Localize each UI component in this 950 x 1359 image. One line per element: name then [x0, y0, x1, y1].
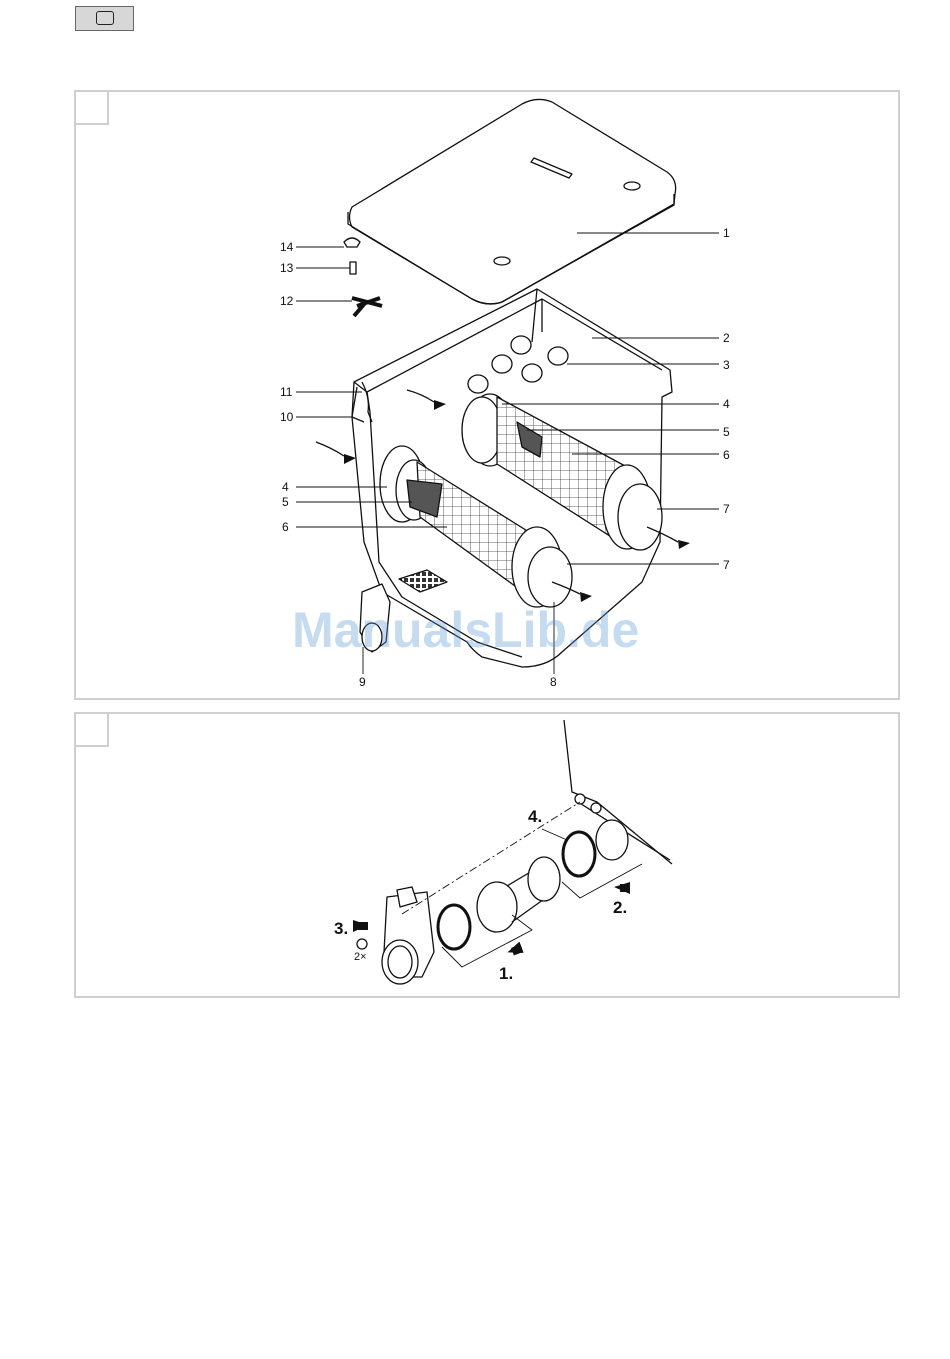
callout-6-left: 6 [282, 520, 289, 534]
filter-box-exploded-view: 1 2 3 4 5 6 7 7 4 5 6 10 11 12 13 14 9 8… [76, 92, 898, 698]
callout-1: 1 [723, 226, 730, 240]
callout-8: 8 [550, 675, 557, 689]
pipe-assembly-view: 1. 2. 3. 4. 2× [76, 714, 898, 996]
step-1-label: 1. [499, 964, 513, 983]
callout-4-left: 4 [282, 480, 289, 494]
quantity-label: 2× [354, 951, 367, 963]
callout-6-right: 6 [723, 448, 730, 462]
callout-11: 11 [280, 385, 293, 399]
language-tab[interactable] [75, 6, 134, 31]
callout-12: 12 [280, 294, 294, 308]
callout-10: 10 [280, 410, 294, 424]
callout-7-upper: 7 [723, 502, 730, 516]
figure-b-panel: 1. 2. 3. 4. 2× [74, 712, 900, 998]
callout-14: 14 [280, 240, 294, 254]
step-2-label: 2. [613, 898, 627, 917]
step-3-label: 3. [334, 919, 348, 938]
callout-3: 3 [723, 358, 730, 372]
callout-13: 13 [280, 261, 294, 275]
rounded-rectangle-icon [96, 11, 114, 25]
watermark: ManualsLib.de [292, 602, 639, 658]
callout-5-right: 5 [723, 425, 730, 439]
callout-5-left: 5 [282, 495, 289, 509]
figure-a-panel: 1 2 3 4 5 6 7 7 4 5 6 10 11 12 13 14 9 8… [74, 90, 900, 700]
lid [348, 99, 676, 303]
callout-2: 2 [723, 331, 730, 345]
callout-9: 9 [359, 675, 366, 689]
callout-4-right: 4 [723, 397, 730, 411]
callout-7-lower: 7 [723, 558, 730, 572]
step-4-label: 4. [528, 807, 542, 826]
